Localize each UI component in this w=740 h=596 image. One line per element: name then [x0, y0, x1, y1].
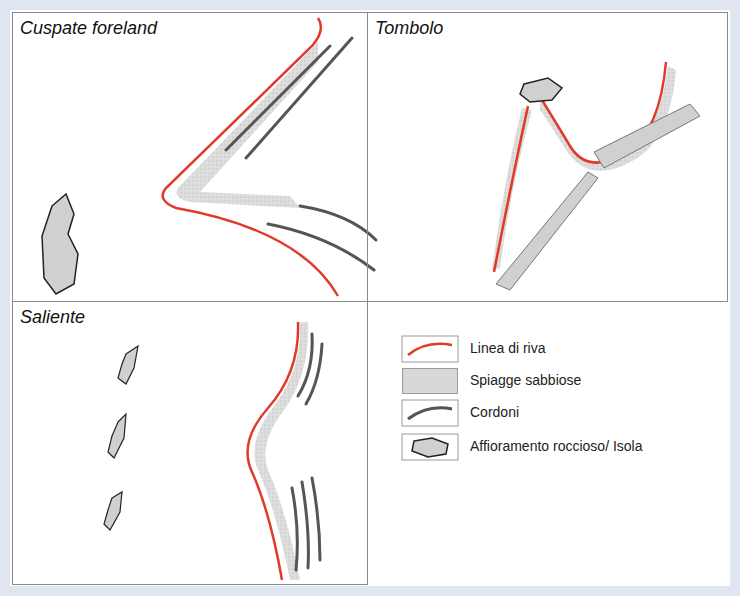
figure-panel: Cuspate foreland — [12, 12, 368, 302]
legend-label: Linea di riva — [470, 340, 720, 357]
figure-panel: Tombolo — [367, 12, 728, 302]
panel-title: Cuspate foreland — [20, 18, 157, 39]
panel-title: Saliente — [20, 307, 85, 328]
legend-label: Affioramento roccioso/ Isola — [470, 438, 720, 455]
legend-label: Spiagge sabbiose — [470, 372, 720, 389]
panel-title: Tombolo — [375, 18, 443, 39]
legend-label: Cordoni — [470, 404, 720, 421]
legend-swatch — [402, 368, 458, 394]
figure-panel: Saliente — [12, 301, 368, 585]
